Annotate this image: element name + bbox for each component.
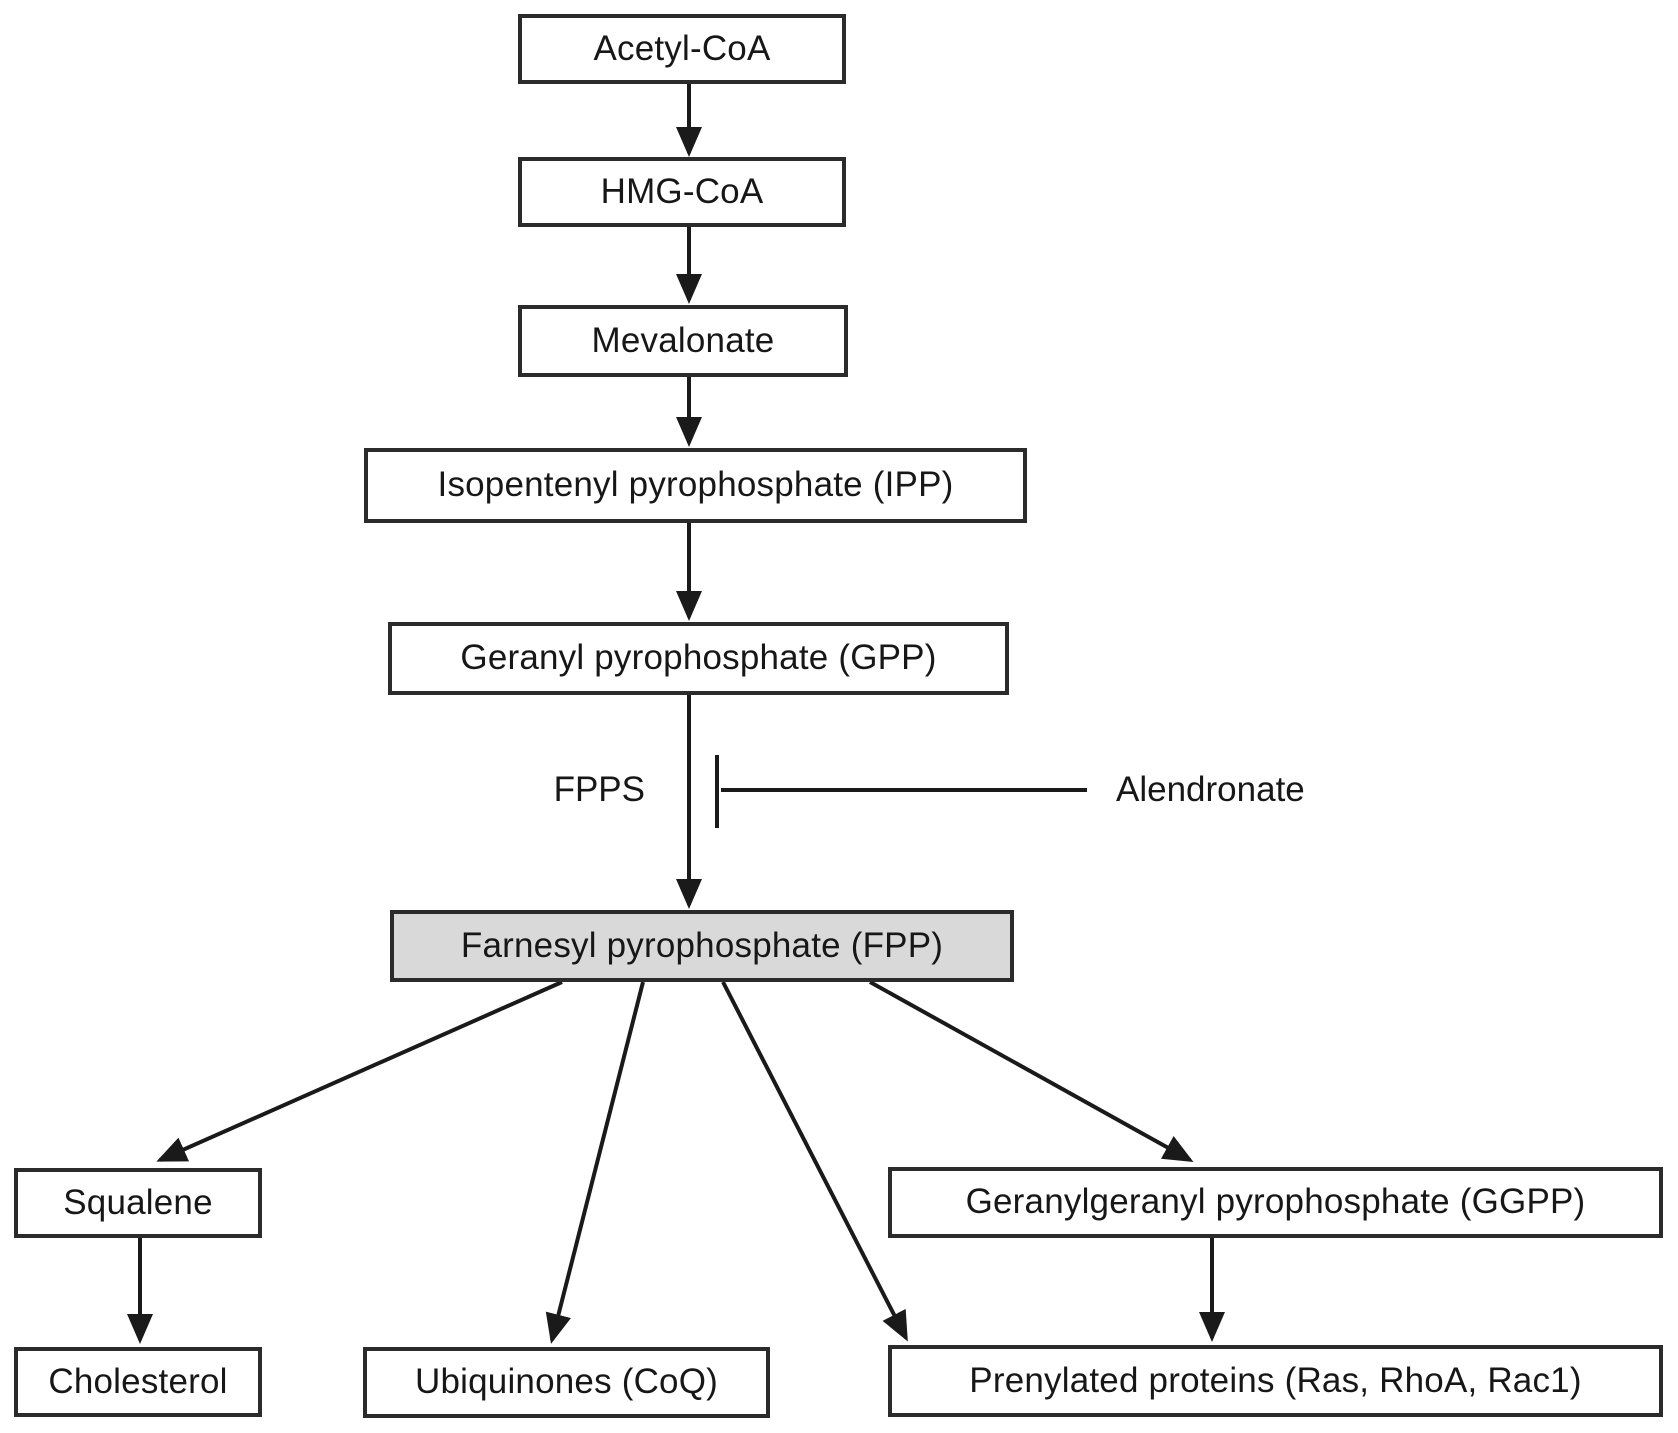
node-mevalonate: Mevalonate	[518, 305, 848, 377]
node-hmg-coa-label: HMG-CoA	[600, 171, 764, 211]
node-acetyl-coa-label: Acetyl-CoA	[593, 28, 771, 68]
node-cholesterol: Cholesterol	[14, 1347, 262, 1417]
node-geranyl-pyrophosphate: Geranyl pyrophosphate (GPP)	[388, 622, 1009, 695]
node-cholesterol-label: Cholesterol	[48, 1361, 228, 1401]
enzyme-label-fpps: FPPS	[553, 770, 645, 809]
node-ubiquinones-label: Ubiquinones (CoQ)	[415, 1362, 718, 1402]
inhibitor-label-alendronate: Alendronate	[1116, 770, 1305, 809]
node-acetyl-coa: Acetyl-CoA	[518, 14, 846, 84]
node-isopentenyl-pyrophosphate: Isopentenyl pyrophosphate (IPP)	[364, 448, 1027, 523]
node-prenylated-proteins-label: Prenylated proteins (Ras, RhoA, Rac1)	[969, 1360, 1582, 1400]
edge-fpp-to-prenylated	[721, 981, 908, 1342]
node-hmg-coa: HMG-CoA	[518, 157, 846, 227]
node-geranylgeranyl-pyrophosphate-label: Geranylgeranyl pyrophosphate (GGPP)	[965, 1182, 1586, 1222]
edge-fpp-to-squalene	[156, 980, 563, 1162]
node-geranyl-pyrophosphate-label: Geranyl pyrophosphate (GPP)	[460, 638, 937, 678]
node-geranylgeranyl-pyrophosphate: Geranylgeranyl pyrophosphate (GGPP)	[888, 1167, 1663, 1238]
edge-fpp-to-ubiquinones	[545, 981, 645, 1344]
node-isopentenyl-pyrophosphate-label: Isopentenyl pyrophosphate (IPP)	[437, 465, 954, 505]
node-squalene-label: Squalene	[63, 1182, 213, 1222]
node-farnesyl-pyrophosphate: Farnesyl pyrophosphate (FPP)	[390, 910, 1014, 982]
node-ubiquinones: Ubiquinones (CoQ)	[363, 1347, 770, 1418]
node-farnesyl-pyrophosphate-label: Farnesyl pyrophosphate (FPP)	[460, 925, 944, 965]
node-squalene: Squalene	[14, 1168, 262, 1238]
node-prenylated-proteins: Prenylated proteins (Ras, RhoA, Rac1)	[888, 1345, 1663, 1417]
edge-fpp-to-ggpp	[869, 980, 1194, 1162]
node-mevalonate-label: Mevalonate	[591, 320, 775, 360]
